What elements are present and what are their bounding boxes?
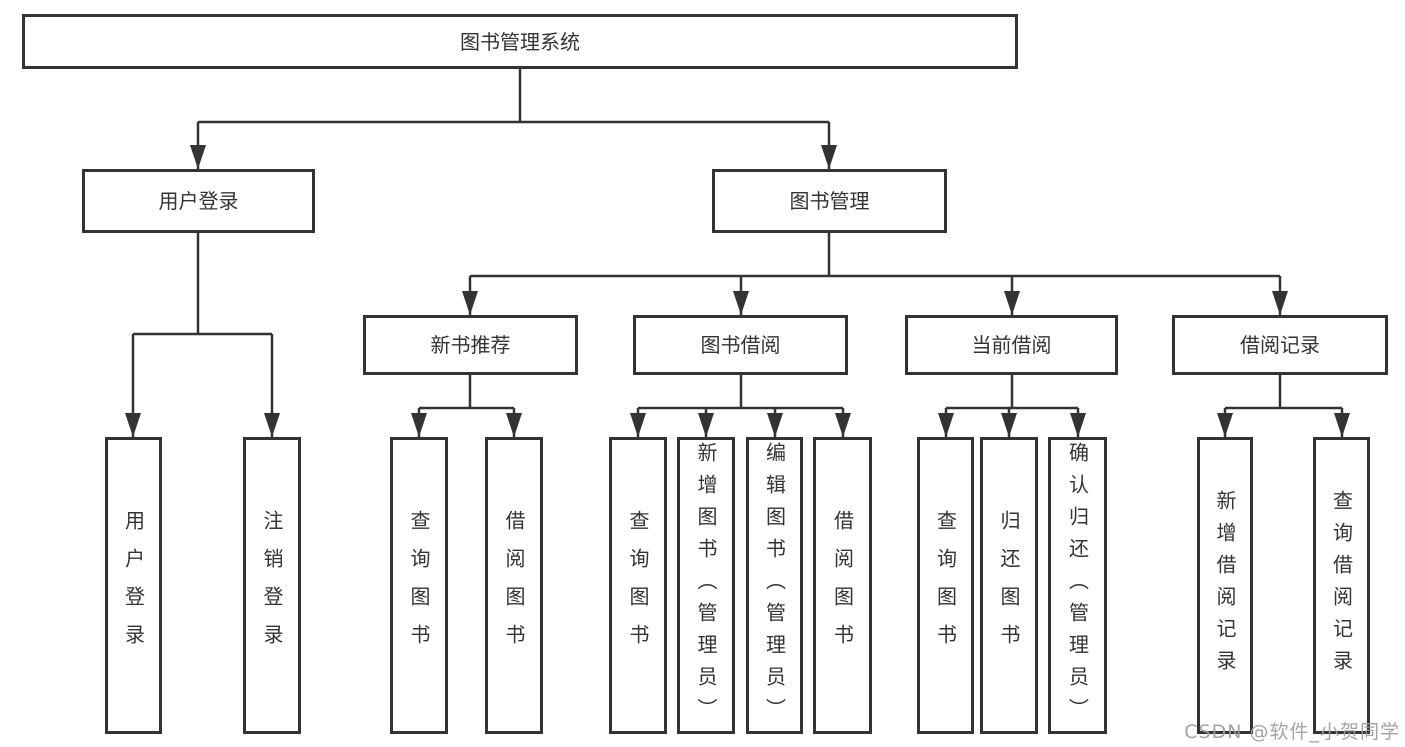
leaf-add-books-admin: 新增图书（管理员） — [677, 437, 735, 734]
leaf-logout-label: 注销登录 — [260, 509, 284, 662]
node-book-borrow: 图书借阅 — [633, 315, 848, 375]
leaf-query-books-borrow-label: 查询图书 — [626, 509, 650, 662]
leaf-query-books-borrow: 查询图书 — [609, 437, 667, 734]
node-new-book-rec: 新书推荐 — [363, 315, 578, 375]
connector-new-book-rec-split — [419, 375, 514, 410]
leaf-query-books-current-label: 查询图书 — [933, 509, 958, 662]
leaf-borrow-books-rec-label: 借阅图书 — [502, 509, 526, 662]
connector-book-mgmt-split — [470, 233, 1280, 278]
leaf-add-borrow-record: 新增借阅记录 — [1197, 437, 1253, 734]
leaf-logout: 注销登录 — [243, 437, 301, 734]
leaf-borrow-books-label: 借阅图书 — [830, 509, 855, 662]
leaf-confirm-return-admin: 确认归还（管理员） — [1048, 437, 1107, 734]
leaf-add-books-admin-label: 新增图书（管理员） — [694, 441, 718, 730]
leaf-user-login: 用户登录 — [105, 437, 162, 734]
leaf-query-books-rec: 查询图书 — [390, 437, 448, 734]
leaf-query-books-current: 查询图书 — [917, 437, 974, 734]
leaf-query-books-rec-label: 查询图书 — [407, 509, 431, 662]
connector-book-borrow-split — [638, 375, 843, 410]
leaf-return-books: 归还图书 — [980, 437, 1038, 734]
leaf-user-login-label: 用户登录 — [121, 509, 146, 662]
leaf-edit-books-admin: 编辑图书（管理员） — [746, 437, 803, 734]
connector-root-split — [198, 69, 829, 124]
node-book-mgmt: 图书管理 — [712, 169, 947, 233]
csdn-watermark: CSDN @软件_小贺同学 — [1184, 721, 1400, 743]
node-root: 图书管理系统 — [22, 14, 1018, 69]
node-borrow-records: 借阅记录 — [1172, 315, 1388, 375]
leaf-query-borrow-record: 查询借阅记录 — [1313, 437, 1370, 734]
leaf-return-books-label: 归还图书 — [997, 509, 1021, 662]
node-current-borrow: 当前借阅 — [905, 315, 1118, 375]
node-user-login: 用户登录 — [82, 169, 315, 233]
leaf-query-borrow-record-label: 查询借阅记录 — [1329, 489, 1354, 682]
connector-current-borrow-split — [946, 375, 1078, 410]
leaf-edit-books-admin-label: 编辑图书（管理员） — [762, 441, 787, 730]
leaf-add-borrow-record-label: 新增借阅记录 — [1213, 489, 1237, 682]
connector-borrow-records-split — [1225, 375, 1342, 410]
connector-user-login-split — [133, 233, 272, 336]
leaf-borrow-books-rec: 借阅图书 — [485, 437, 543, 734]
leaf-borrow-books: 借阅图书 — [813, 437, 872, 734]
leaf-confirm-return-admin-label: 确认归还（管理员） — [1065, 441, 1090, 730]
